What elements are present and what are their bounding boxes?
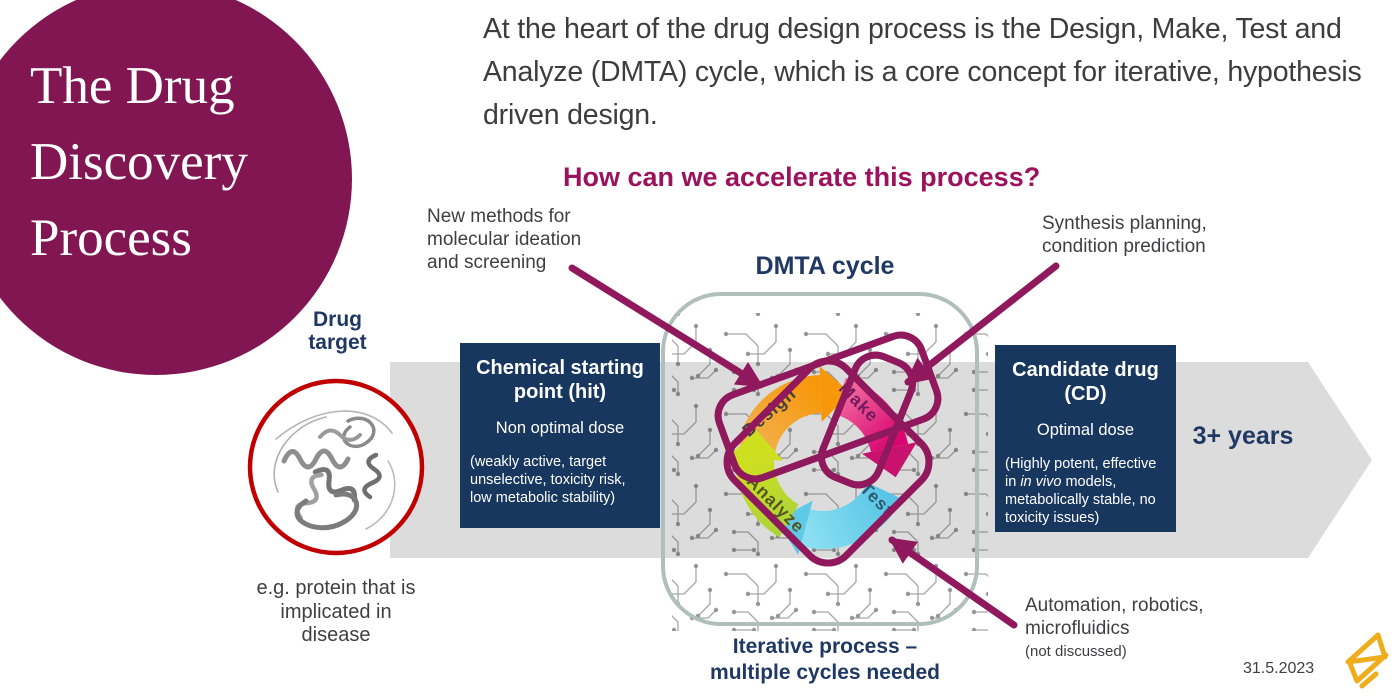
cd-box-details: (Highly potent, effective in in vivo mod…	[1003, 455, 1168, 527]
slide-date: 31.5.2023	[1243, 660, 1315, 677]
hit-box-title: Chemical starting point (hit)	[476, 357, 644, 403]
dmta-cycle-label: DMTA cycle	[755, 252, 895, 280]
callout-automation-note: (not discussed)	[1025, 643, 1127, 660]
callout-automation: Automation, robotics, microfluidics (not…	[1025, 594, 1237, 661]
cd-box-title: Candidate drug (CD)	[1012, 359, 1159, 405]
callout-automation-text: Automation, robotics, microfluidics	[1025, 595, 1204, 639]
iterative-note: Iterative process – multiple cycles need…	[710, 635, 940, 684]
hit-box-dose: Non optimal dose	[495, 419, 625, 437]
callout-new-methods: New methods for molecular ideation and s…	[427, 206, 582, 273]
cd-details-post: models, metabolically stable, no toxicit…	[1005, 474, 1156, 526]
drug-target-caption: e.g. protein that is implicated in disea…	[256, 577, 416, 646]
timeline-duration: 3+ years	[1192, 422, 1294, 450]
accelerate-question: How can we accelerate this process?	[563, 162, 1041, 192]
cd-details-pre: (Highly potent, effective in	[1005, 456, 1157, 490]
cd-box-dose: Optimal dose	[1036, 421, 1135, 439]
hit-box-details: (weakly active, target unselective, toxi…	[470, 454, 626, 506]
candidate-drug-box: Candidate drug (CD) Optimal dose (Highly…	[995, 345, 1176, 532]
callout-synthesis: Synthesis planning, condition prediction	[1042, 213, 1207, 257]
chemical-starting-point-box: Chemical starting point (hit) Non optima…	[460, 343, 660, 528]
astrazeneca-logo-icon	[1345, 632, 1389, 689]
cd-details-invivo: in vivo	[1020, 474, 1062, 490]
page-title: The Drug Discovery Process	[30, 57, 248, 267]
intro-text: At the heart of the drug design process …	[483, 13, 1362, 131]
title-circle	[0, 0, 352, 375]
drug-target-label: Drug target	[308, 308, 367, 354]
